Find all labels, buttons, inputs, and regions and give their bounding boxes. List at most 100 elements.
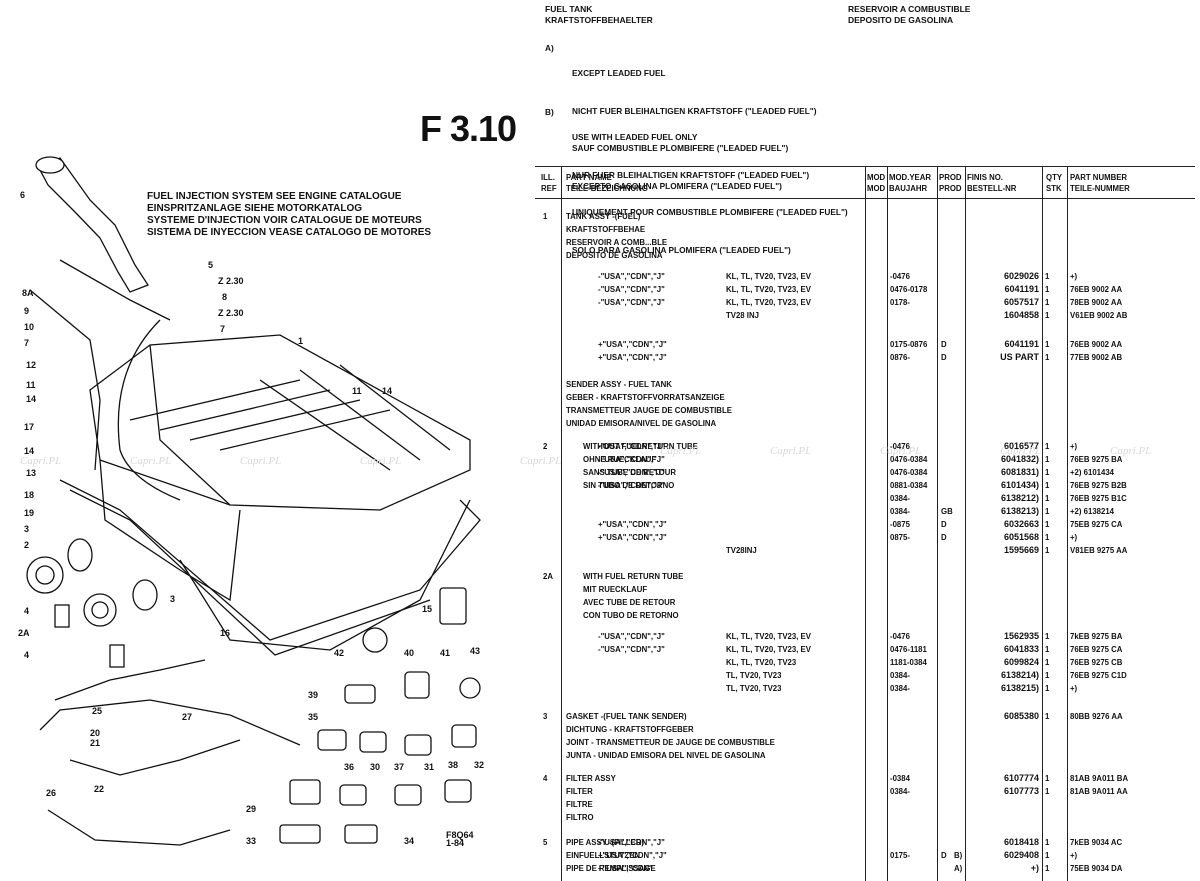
table-cell-year: 0476-0384 xyxy=(890,455,928,464)
table-cell-year: 0384- xyxy=(890,494,910,503)
table-cell-year: 0875- xyxy=(890,533,910,542)
table-cell-pn: V61EB 9002 AB xyxy=(1070,311,1128,320)
table-cell-qty: 1 xyxy=(1045,311,1050,320)
watermark: Capri.PL xyxy=(880,445,922,457)
figure-number: F 3.10 xyxy=(420,108,517,149)
callout-label: 7 xyxy=(24,338,29,348)
table-cell-pn: +) xyxy=(1070,272,1078,281)
callout-label: 32 xyxy=(474,760,484,770)
callout-label: 15 xyxy=(422,604,432,614)
callout-label: 43 xyxy=(470,646,480,656)
fuel-injection-note-line: SYSTEME D'INJECTION VOIR CATALOGUE DE MO… xyxy=(147,215,422,226)
table-cell-pn: 76EB 9002 AA xyxy=(1070,340,1123,349)
table-cell-year: -0476 xyxy=(890,632,910,641)
table-cell-models: KL, TL, TV20, TV23, EV xyxy=(726,285,811,294)
table-cell-finis: 6138212) xyxy=(1000,493,1039,503)
table-cell-finis: 6041191 xyxy=(1004,339,1039,349)
callout-label: 25 xyxy=(92,706,102,716)
watermark: Capri.PL xyxy=(770,445,812,457)
col-finis: FINIS NO. BESTELL-NR xyxy=(967,173,1017,193)
table-cell-year: -0875 xyxy=(890,520,910,529)
table-cell-ref: 3 xyxy=(543,712,548,721)
table-cell-market: -"USA","CDN","J" +"USA","CDN","J" +"USA"… xyxy=(598,838,667,873)
table-cell-pn: V81EB 9275 AA xyxy=(1070,546,1128,555)
table-cell-year: -0384 0384- xyxy=(890,774,910,796)
table-cell-qty: 1 xyxy=(1045,272,1050,281)
table-cell-qty: 1 xyxy=(1045,481,1050,490)
callout-label: 11 xyxy=(26,380,36,390)
table-cell-market: -"USA","CDN","J" xyxy=(598,632,665,641)
fuel-tank xyxy=(89,334,471,511)
callout-label: 19 xyxy=(24,508,34,518)
table-cell-finis: 6016577 xyxy=(1003,441,1039,451)
sender-unit xyxy=(26,556,64,594)
table-cell-models: TV28INJ xyxy=(726,546,757,555)
table-cell-finis: 6101434) xyxy=(1000,480,1039,490)
table-cell-models: KL, TL, TV20, TV23, EV xyxy=(726,632,811,641)
callout-label: 10 xyxy=(24,322,34,332)
callout-label: 7 xyxy=(220,324,225,334)
table-cell-year: 0175-0876 xyxy=(890,340,928,349)
watermark: Capri.PL xyxy=(660,445,702,457)
table-cell-qty: 1 xyxy=(1045,494,1050,503)
table-cell-qty: 1 xyxy=(1045,507,1050,516)
callout-label: 41 xyxy=(440,648,450,658)
table-cell-name: FILTER ASSY FILTER FILTRE FILTRO xyxy=(566,774,616,822)
table-cell-year: 0476-0178 xyxy=(890,285,928,294)
table-cell-pn: 80BB 9276 AA xyxy=(1070,712,1123,721)
table-cell-market: +"USA","CDN","J" xyxy=(598,520,667,529)
filter xyxy=(54,604,70,628)
table-cell-qty: 1 1 xyxy=(1045,774,1050,796)
table-cell-finis: 6085380 xyxy=(1003,711,1039,721)
callout-label: 40 xyxy=(404,648,414,658)
table-cell-market: -"USA","CDN","J" xyxy=(598,455,665,464)
col-prod: PROD PROD xyxy=(939,173,962,193)
table-cell-pn: 81AB 9A011 BA 81AB 9A011 AA xyxy=(1070,774,1129,796)
table-cell-year: -0476 xyxy=(890,442,910,451)
table-cell-year: 0876- xyxy=(890,353,910,362)
table-cell-year: 1181-0384 xyxy=(890,658,927,667)
watermark: Capri.PL xyxy=(240,455,282,467)
callout-label: 14 xyxy=(24,446,34,456)
table-cell-year: 0175- xyxy=(890,851,910,860)
callout-label: Z 2.30 xyxy=(218,308,244,318)
callout-label: 13 xyxy=(26,468,36,478)
table-cell-qty: 1 1 1 xyxy=(1045,838,1050,873)
callout-label: 26 xyxy=(46,788,56,798)
callout-label: 35 xyxy=(308,712,318,722)
table-cell-pn: 78EB 9002 AA xyxy=(1070,298,1123,307)
table-cell-pn: 76EB 9275 C1D xyxy=(1070,671,1127,680)
parts-table: ILL. REF PART NAME TEILE-BEZEICHNUNG MOD… xyxy=(535,166,1195,881)
callout-label: 14 xyxy=(26,394,36,404)
callout-label: 4 xyxy=(24,606,29,616)
watermark: Capri.PL xyxy=(360,455,402,467)
table-cell-market: -"USA","CDN","J" xyxy=(598,272,665,281)
watermark: Capri.PL xyxy=(130,455,172,467)
table-cell-pn: 75EB 9275 CA xyxy=(1070,520,1123,529)
table-cell-market: -"USA","CDN","J" xyxy=(598,481,665,490)
table-cell-market: -"USA","CDN","J" xyxy=(598,285,665,294)
col-part-number: PART NUMBER TEILE-NUMMER xyxy=(1070,173,1130,193)
tank-strap xyxy=(59,479,481,641)
callout-label: 42 xyxy=(334,648,344,658)
col-part-name: PART NAME TEILE-BEZEICHNUNG xyxy=(566,173,648,193)
table-cell-qty: 1 xyxy=(1045,353,1050,362)
table-cell-pn: 76EB 9275 B2B xyxy=(1070,481,1127,490)
table-cell-qty: 1 xyxy=(1045,298,1050,307)
table-cell-name: SENDER ASSY - FUEL TANK GEBER - KRAFTSTO… xyxy=(566,380,732,428)
table-cell-qty: 1 xyxy=(1045,546,1050,555)
table-cell-sub: WITH FUEL RETURN TUBE MIT RUECKLAUF AVEC… xyxy=(583,572,684,620)
callout-label: 20 xyxy=(90,728,100,738)
header-right: RESERVOIR A COMBUSTIBLE DEPOSITO DE GASO… xyxy=(848,4,970,26)
header-title-en: FUEL TANK xyxy=(545,4,593,14)
table-cell-finis: 6138214) xyxy=(1000,670,1039,680)
table-cell-qty: 1 xyxy=(1045,340,1050,349)
callout-label: 6 xyxy=(20,190,25,200)
table-cell-pn: 77EB 9002 AB xyxy=(1070,353,1123,362)
col-ill-ref: ILL. REF xyxy=(541,173,557,193)
filler-pipe xyxy=(39,157,149,293)
table-cell-year: 0476-1181 xyxy=(890,645,927,654)
callout-label: 16 xyxy=(220,628,230,638)
